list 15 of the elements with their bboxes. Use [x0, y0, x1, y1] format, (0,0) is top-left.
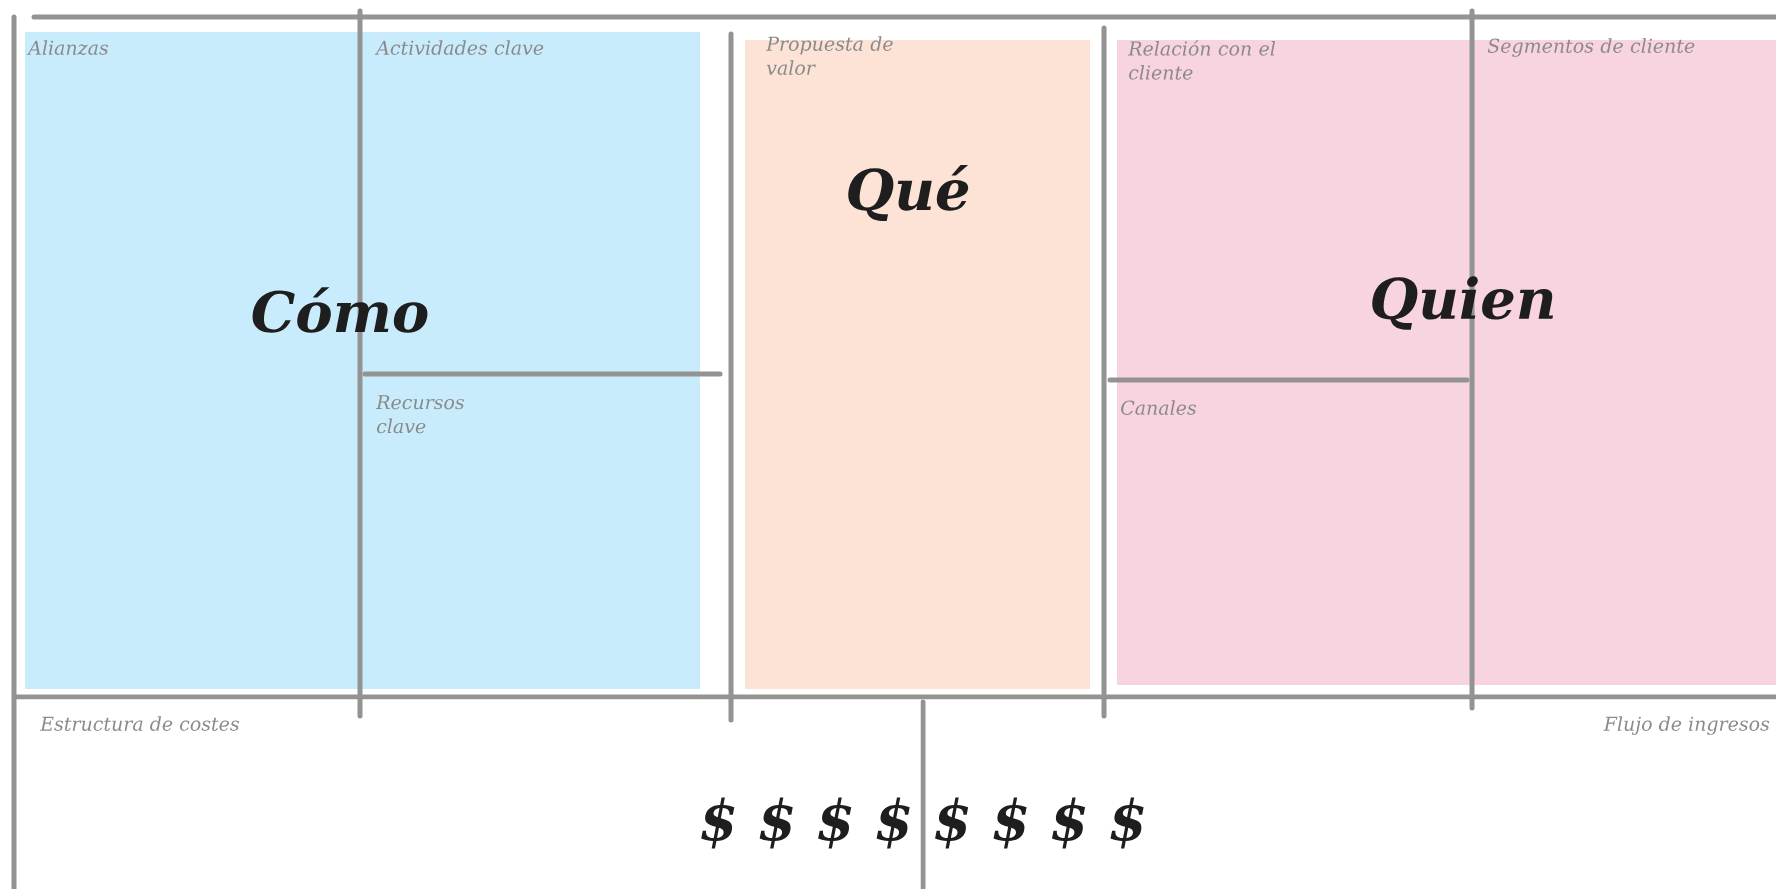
section-label: Propuesta de valor [765, 36, 893, 75]
section-heading: Qué [848, 165, 969, 221]
section-label: Canales [1121, 400, 1197, 415]
section-label: Relación con el cliente [1127, 40, 1276, 80]
section-label: Segmentos de cliente [1487, 38, 1695, 57]
section-heading: Cómo [252, 287, 428, 333]
section-label: Flujo de ingresos [1603, 716, 1770, 735]
section-label: Actividades clave [374, 40, 544, 55]
canvas-panel [25, 32, 700, 689]
section-label: Estructura de costes [39, 716, 239, 731]
section-label: Alianzas [26, 40, 109, 56]
section-label: Recursos clave [375, 395, 464, 434]
currency-symbols: $ $ $ $ $ $ $ $ [701, 797, 1144, 849]
canvas-panel [1117, 40, 1776, 685]
section-heading: Quien [1372, 276, 1553, 330]
